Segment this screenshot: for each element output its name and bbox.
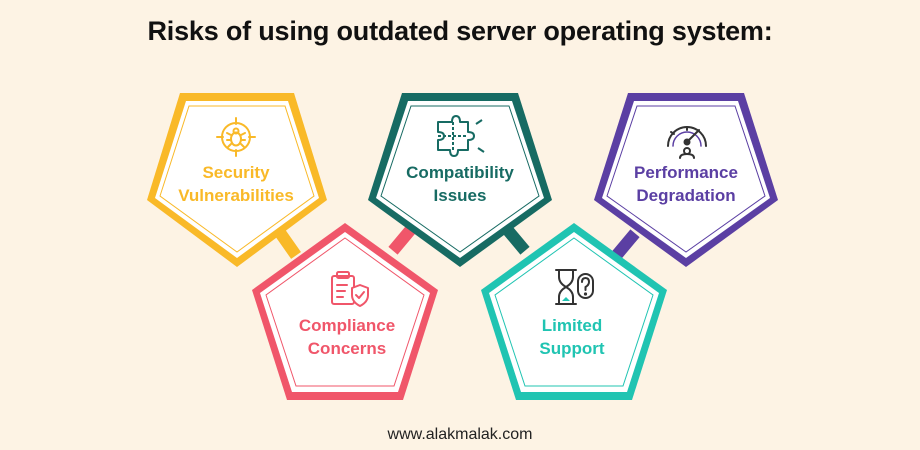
pentagon-inner-line-compatibility — [380, 105, 540, 253]
pentagon-fill-performance — [602, 101, 770, 258]
label-support-line2: Support — [539, 339, 604, 358]
risk-compatibility-issues: Compatibility Issues — [368, 93, 552, 267]
connector-support-performance — [612, 229, 640, 259]
clipboard-shield-icon — [331, 271, 369, 307]
label-compliance-line2: Concerns — [308, 339, 386, 358]
label-compatibility-line2: Issues — [434, 186, 487, 205]
label-compatibility-line1: Compatibility — [406, 163, 514, 182]
pentagon-inner-line-compliance — [265, 237, 425, 387]
connector-compliance-compatibility — [388, 225, 416, 255]
label-performance-line1: Performance — [634, 163, 738, 182]
bug-target-icon — [216, 117, 256, 157]
connector-compatibility-support — [502, 225, 530, 255]
pentagon-fill-compliance — [260, 232, 430, 392]
connector-security-compliance — [275, 229, 301, 259]
label-security-line2: Vulnerabilities — [178, 186, 294, 205]
risk-limited-support: Limited Support — [481, 223, 667, 400]
pentagon-fill-support — [489, 232, 659, 392]
website-url: www.alakmalak.com — [387, 426, 533, 443]
speedometer-icon — [667, 126, 707, 159]
pentagon-inner-line-support — [494, 237, 654, 387]
connectors — [275, 225, 640, 259]
label-compliance-line1: Compliance — [299, 316, 395, 335]
label-support-line1: Limited — [542, 316, 602, 335]
risk-security-vulnerabilities: Security Vulnerabilities — [147, 93, 327, 267]
pentagon-inner-line-security — [159, 105, 315, 253]
pentagon-inner-line-performance — [606, 105, 766, 253]
hourglass-question-icon — [555, 269, 594, 305]
risk-compliance-concerns: Compliance Concerns — [252, 223, 438, 400]
risk-performance-degradation: Performance Degradation — [594, 93, 778, 267]
label-security-line1: Security — [202, 163, 270, 182]
pentagon-fill-compatibility — [376, 101, 544, 258]
puzzle-icon — [437, 115, 485, 157]
page-title: Risks of using outdated server operating… — [147, 16, 773, 46]
pentagon-fill-security — [155, 101, 319, 258]
label-performance-line2: Degradation — [636, 186, 735, 205]
